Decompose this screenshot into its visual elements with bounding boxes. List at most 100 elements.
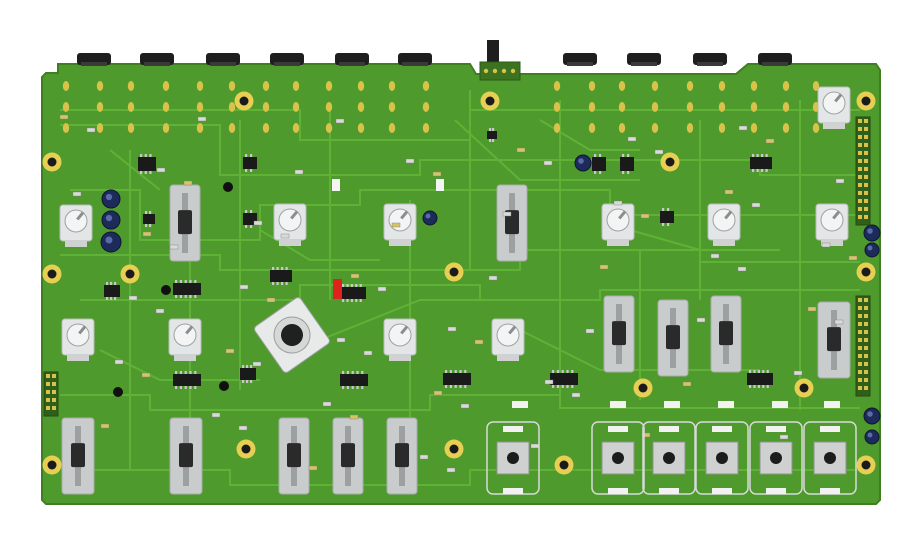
chip-pin (246, 380, 249, 383)
switch-top-pad (659, 426, 679, 432)
switch-cap (612, 452, 624, 464)
smd-passive (516, 147, 526, 153)
chip-pin (361, 386, 364, 389)
switch-cap (824, 452, 836, 464)
header-pin (858, 207, 862, 211)
chip-pin (667, 223, 670, 226)
chip-pin (599, 154, 602, 157)
switch-top-pad (503, 426, 523, 432)
switch-cap (770, 452, 782, 464)
slide-pot (386, 417, 418, 495)
mounting-hole-drill (47, 460, 57, 470)
pin-header (855, 116, 871, 226)
capacitor-highlight (867, 411, 873, 417)
chip-body (620, 157, 634, 171)
pot-indicator (78, 325, 87, 335)
pcb-trace (80, 284, 860, 301)
chip-body (747, 373, 773, 385)
chip-body (550, 373, 578, 385)
chip-pin (622, 171, 625, 174)
pot-legs (389, 355, 411, 361)
chip-pin (175, 371, 178, 374)
chip-pin (346, 371, 349, 374)
smd-passive (765, 138, 775, 144)
rotary-pot (61, 318, 95, 361)
jack-shoulder (762, 62, 788, 66)
smd-passive (613, 200, 623, 206)
chip-pin (242, 365, 245, 368)
slider-knob (178, 210, 192, 235)
slide-pot (496, 184, 528, 262)
pad (357, 102, 365, 112)
pcb-trace (70, 189, 860, 241)
chip-pin (350, 284, 353, 287)
pad (388, 81, 396, 91)
chip-pin (276, 267, 279, 270)
chip-pin (351, 386, 354, 389)
chip-body (143, 214, 155, 224)
smd-passive (502, 211, 512, 217)
chip-pin (272, 267, 275, 270)
smd-passive (710, 253, 720, 259)
mounting-hole-drill (47, 269, 57, 279)
chip-body (340, 374, 368, 386)
switch-bottom-pad (712, 488, 732, 494)
pot-legs (65, 241, 87, 247)
chip-pin (445, 385, 448, 388)
chip-body (173, 374, 201, 386)
smd-passive (141, 372, 151, 378)
header-pin (858, 151, 862, 155)
slide-pot (61, 417, 95, 495)
chip-pin (356, 386, 359, 389)
smd-passive (336, 337, 346, 343)
pot-legs (821, 240, 843, 246)
tact-switch (642, 421, 696, 495)
smd-passive (433, 390, 443, 396)
pot-legs (389, 240, 411, 246)
smd-passive (280, 233, 290, 239)
silk-pad (664, 401, 680, 408)
pad (750, 123, 758, 133)
header-pin (864, 386, 868, 390)
chip-body (340, 287, 366, 299)
mounting-hole-drill (559, 460, 569, 470)
chip-pin (552, 385, 555, 388)
pad (588, 81, 596, 91)
pot-indicator (290, 210, 299, 220)
electrolytic-capacitor (863, 407, 881, 425)
chip-pin (765, 169, 768, 172)
tact-switch (695, 421, 749, 495)
chip-pin (250, 210, 253, 213)
capacitor-highlight (867, 245, 873, 251)
pad (62, 102, 70, 112)
chip-pin (106, 297, 109, 300)
pot-legs (823, 123, 845, 129)
chip-pin (492, 139, 495, 142)
chip-pin (194, 386, 197, 389)
chip-pin (627, 171, 630, 174)
jacks-layer (77, 40, 792, 81)
header-pin (858, 314, 862, 318)
smd-passive (391, 222, 401, 228)
chip-pin (184, 280, 187, 283)
slide-pot (169, 184, 201, 262)
slider-knob (287, 443, 301, 468)
switch-cap (663, 452, 675, 464)
smd-passive (585, 328, 595, 334)
chip-pin (149, 171, 152, 174)
chip-pin (489, 128, 492, 131)
smd-passive (793, 370, 803, 376)
header-pin (864, 378, 868, 382)
pad (422, 81, 430, 91)
chip-pin (281, 282, 284, 285)
switch-top-pad (820, 426, 840, 432)
pad (686, 123, 694, 133)
chip-pin (749, 385, 752, 388)
smd-passive (363, 350, 373, 356)
pad (422, 123, 430, 133)
jack-shoulder (274, 62, 300, 66)
pad (162, 102, 170, 112)
chip-pin (594, 171, 597, 174)
tact-switch (486, 421, 540, 495)
pad (196, 123, 204, 133)
